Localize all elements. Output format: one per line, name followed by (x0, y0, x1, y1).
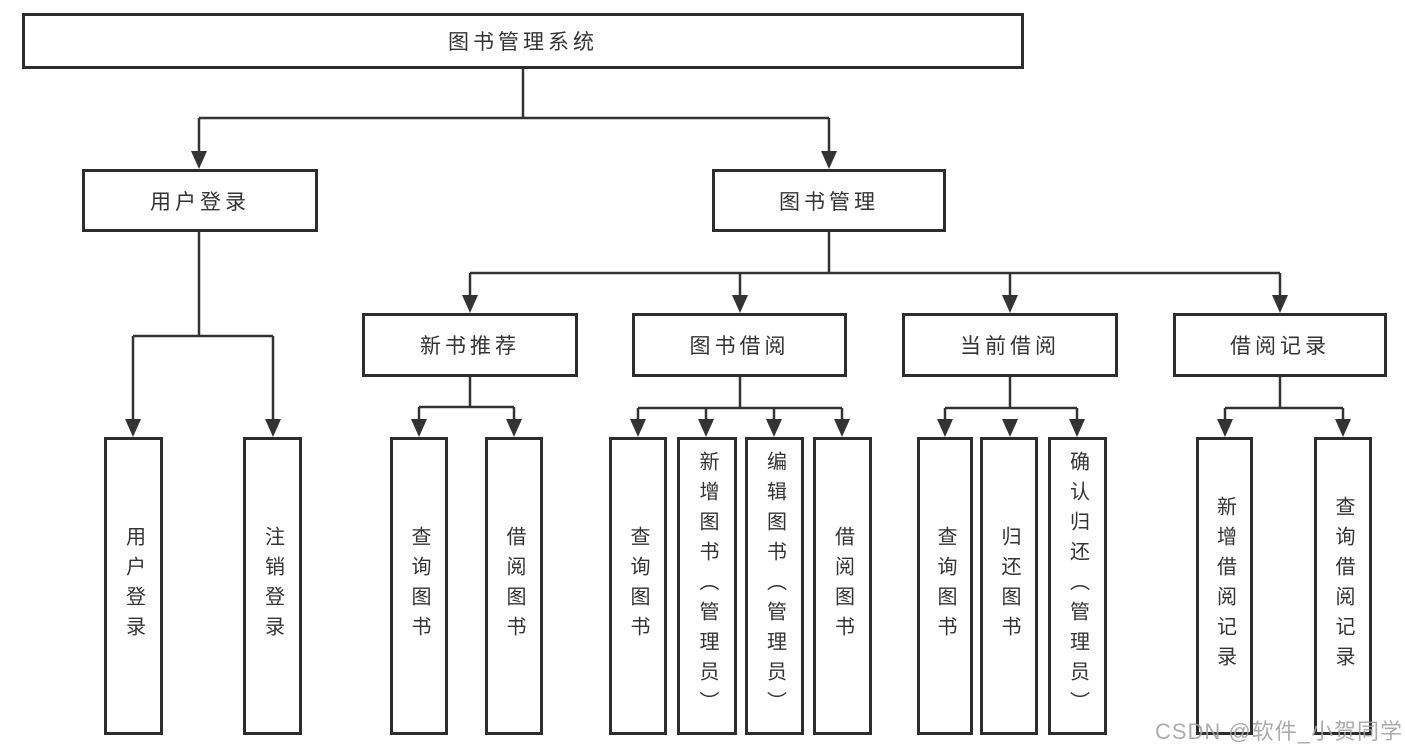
node-current-borrow: 当前借阅 (902, 313, 1118, 377)
node-label: 查询借阅记录 (1332, 496, 1354, 676)
node-label: 当前借阅 (960, 335, 1060, 358)
node-label: 图书管理 (779, 190, 879, 214)
node-user-login: 用户登录 (82, 169, 318, 232)
arrowheads (125, 151, 1351, 437)
node-borrow-records: 借阅记录 (1173, 313, 1387, 377)
leaf-query-books-current: 查询图书 (917, 437, 973, 735)
leaf-return-books: 归还图书 (980, 437, 1038, 735)
node-label: 新书推荐 (420, 335, 520, 358)
leaf-query-borrow-record: 查询借阅记录 (1314, 437, 1372, 735)
leaf-borrow-books-recommend: 借阅图书 (485, 437, 543, 735)
node-label: 查询图书 (627, 526, 649, 646)
node-label: 查询图书 (934, 526, 956, 646)
connector-paths (131, 69, 1345, 420)
node-label: 图书借阅 (689, 335, 790, 358)
node-label: 查询图书 (408, 526, 430, 646)
leaf-add-borrow-record: 新增借阅记录 (1196, 437, 1253, 735)
node-label: 新增借阅记录 (1213, 496, 1236, 676)
leaf-query-books-recommend: 查询图书 (390, 437, 448, 735)
node-label: 新增图书（管理员） (696, 451, 718, 721)
leaf-edit-book-admin: 编辑图书（管理员） (745, 437, 804, 735)
node-root: 图书管理系统 (22, 13, 1024, 69)
node-label: 归还图书 (998, 526, 1020, 646)
leaf-confirm-return-admin: 确认归还（管理员） (1048, 437, 1107, 735)
node-label: 注销登录 (261, 526, 284, 646)
leaf-logout: 注销登录 (243, 437, 302, 735)
leaf-query-books-borrow: 查询图书 (609, 437, 667, 735)
node-label: 借阅记录 (1230, 335, 1330, 358)
node-label: 借阅图书 (831, 526, 854, 646)
node-new-book-recommend: 新书推荐 (362, 313, 578, 377)
node-label: 图书管理系统 (448, 31, 598, 54)
leaf-user-login: 用户登录 (104, 437, 163, 735)
leaf-add-book-admin: 新增图书（管理员） (677, 437, 737, 735)
watermark: CSDN @软件_小贺同学 (1154, 719, 1403, 744)
leaf-borrow-books: 借阅图书 (813, 437, 872, 735)
node-label: 编辑图书（管理员） (763, 451, 786, 721)
node-book-management: 图书管理 (712, 169, 946, 232)
node-label: 用户登录 (150, 190, 250, 214)
node-label: 借阅图书 (503, 526, 525, 646)
node-label: 确认归还（管理员） (1066, 451, 1089, 721)
node-label: 用户登录 (122, 526, 145, 646)
node-book-borrow: 图书借阅 (632, 313, 847, 377)
